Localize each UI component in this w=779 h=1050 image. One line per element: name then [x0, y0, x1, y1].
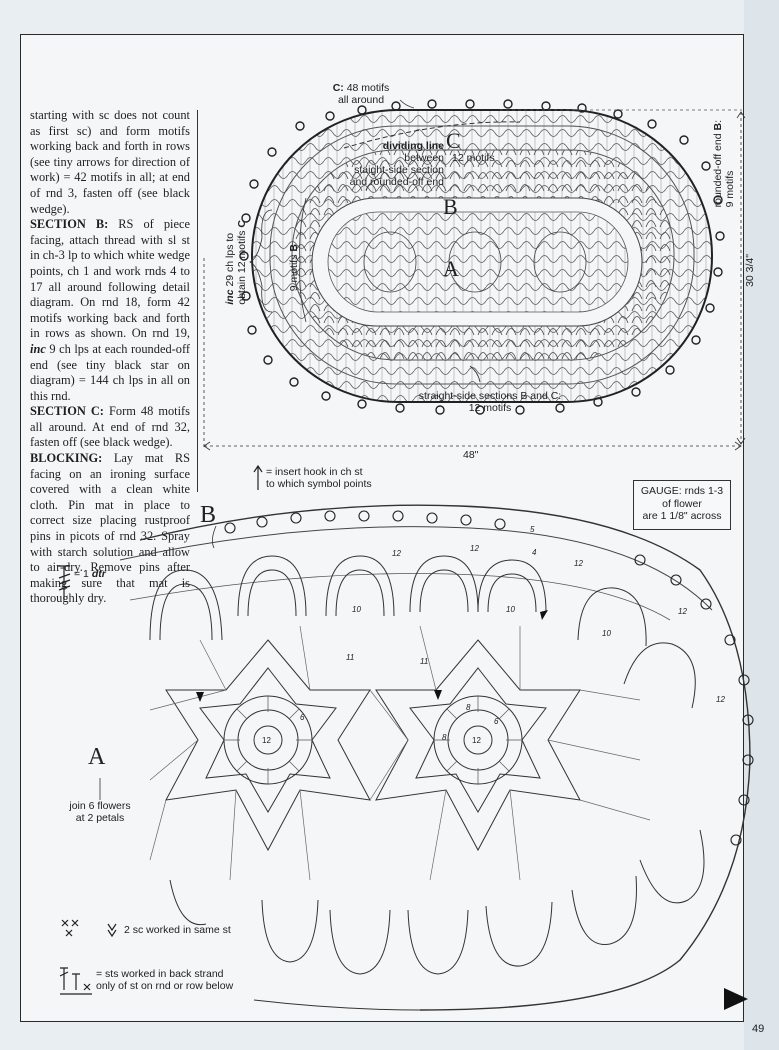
section-b-inc: inc — [30, 341, 46, 356]
section-b-heading: SECTION B: — [30, 217, 109, 232]
section-b-paragraph: SECTION B: RS of piece facing, attach th… — [30, 217, 190, 404]
row-label: 4 — [532, 548, 537, 557]
blocking-heading: BLOCKING: — [30, 451, 103, 466]
legend-symbols — [58, 464, 263, 995]
schematic-letter-c: C — [446, 128, 461, 153]
row-label: 8 — [442, 733, 447, 742]
rounded-end-label: rounded-off end B:9 motifs — [712, 120, 736, 208]
blocking-paragraph: BLOCKING: Lay mat RS facing on an ironin… — [30, 451, 190, 607]
flower-center-right: 12 — [472, 736, 481, 745]
height-label: 30 3/4" — [744, 254, 756, 287]
next-page-arrow — [724, 988, 748, 1010]
section-c-paragraph: SECTION C: Form 48 motifs all around. At… — [30, 404, 190, 451]
row-label: 12 — [470, 544, 479, 553]
row-label: 10 — [602, 629, 611, 638]
column-divider — [197, 110, 198, 492]
flower-left — [165, 639, 371, 852]
row-label: 12 — [392, 549, 401, 558]
row-label: 11 — [420, 657, 429, 666]
schematic-c-motifs: 12 motifs — [452, 152, 495, 164]
schematic-letter-a: A — [443, 256, 459, 281]
section-c-heading: SECTION C: — [30, 404, 104, 419]
nine-motifs-b-label: 9 motifs B — [288, 244, 300, 292]
row-label: 6 — [494, 717, 499, 726]
row-label: 5 — [530, 525, 535, 534]
dtr-legend: = 1 dtr — [74, 568, 106, 580]
section-c-text: Form 48 motifs all around. At end of rnd… — [30, 404, 191, 450]
blocking-text: Lay mat RS facing on an ironing surface … — [30, 451, 190, 606]
row-label: 8 — [466, 703, 471, 712]
row-label: 10 — [506, 605, 515, 614]
instructions-intro: starting with sc does not count as first… — [30, 108, 190, 216]
row-label: 10 — [352, 605, 361, 614]
background-edge — [744, 0, 779, 1050]
detail-letter-b: B — [200, 502, 217, 528]
schematic-letter-b: B — [443, 194, 458, 219]
section-b-text-2: 9 ch lps at each rounded-off end (see ti… — [30, 341, 190, 403]
row-label: 12 — [716, 695, 725, 704]
schematic-oval — [239, 99, 742, 415]
row-label: 11 — [346, 653, 355, 662]
detail-diagram — [99, 504, 754, 1011]
flower-center-left: 12 — [262, 736, 271, 745]
two-sc-legend: 2 sc worked in same st — [124, 924, 231, 936]
detail-letter-a: A — [88, 744, 106, 770]
dimension-lines — [203, 99, 746, 451]
row-label: 6 — [300, 713, 305, 722]
row-label: 12 — [574, 559, 583, 568]
row-label: 12 — [678, 607, 687, 616]
width-label: 48" — [463, 449, 479, 461]
straight-side-label: straight-side sections B and C:12 motifs — [418, 390, 562, 414]
section-b-text: RS of piece facing, attach thread with s… — [30, 217, 190, 341]
instructions-column: starting with sc does not count as first… — [30, 108, 190, 607]
page-number: 49 — [752, 1023, 765, 1035]
